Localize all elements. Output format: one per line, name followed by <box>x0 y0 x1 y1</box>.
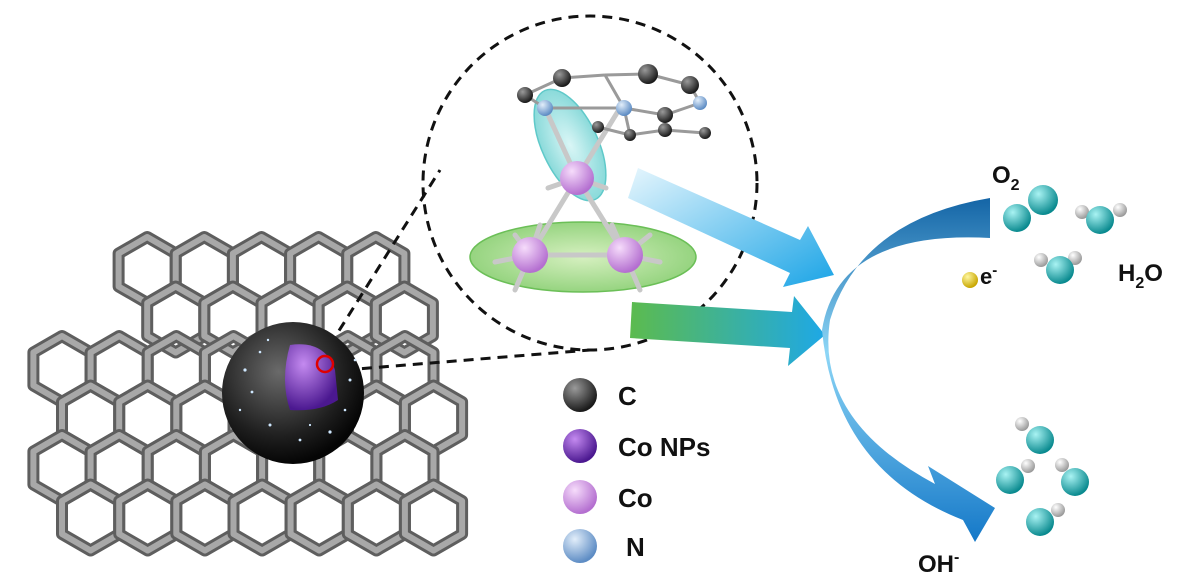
graphene-hexagon <box>344 481 408 554</box>
legend-swatch-carbon <box>563 378 597 412</box>
cobalt-atoms <box>512 161 643 273</box>
graphene-hexagon <box>173 481 237 554</box>
electron-sphere <box>962 272 978 288</box>
graphene-sheet <box>27 231 469 557</box>
carbon-shell-sphere <box>222 322 364 464</box>
zoom-circle <box>421 14 759 352</box>
graphene-hexagon <box>401 481 466 554</box>
graphene-hexagon <box>372 283 436 356</box>
o2-molecule <box>1003 185 1058 232</box>
co-nanoparticle <box>285 344 338 411</box>
carbon-atoms <box>517 64 711 141</box>
green-reaction-arrow <box>630 296 825 366</box>
zoom-connector <box>328 169 591 372</box>
legend-swatch-co <box>563 480 597 514</box>
water-molecule <box>1075 203 1127 234</box>
graphene-hexagon <box>287 481 351 554</box>
legend-swatch-nitrogen <box>563 529 597 563</box>
hydroxide-ion <box>1055 458 1089 496</box>
graphene-hexagon <box>230 481 294 554</box>
legend-label-co: Co <box>618 483 653 513</box>
legend-label-co-nps: Co NPs <box>618 432 710 462</box>
nitrogen-atoms <box>537 96 707 116</box>
legend-label-nitrogen: N <box>626 532 645 562</box>
atomic-structure <box>469 64 711 293</box>
hydroxide-ion <box>1026 503 1065 536</box>
water-label: H2O <box>1118 260 1163 292</box>
electron-label: e- <box>980 262 997 289</box>
hydroxide-ion <box>1015 417 1054 454</box>
graphene-hexagon <box>116 481 180 554</box>
shell-speckles <box>238 338 357 442</box>
o2-label: O2 <box>992 162 1020 194</box>
legend: C Co NPs Co N <box>563 378 710 563</box>
orr-curved-arrow <box>822 198 995 542</box>
hydroxide-label: OH- <box>918 549 959 578</box>
legend-label-carbon: C <box>618 381 637 411</box>
blue-reaction-arrow <box>628 168 834 287</box>
hydroxide-ion <box>996 459 1035 494</box>
legend-swatch-co-nps <box>563 429 597 463</box>
water-molecule <box>1034 251 1082 284</box>
graphene-hexagon <box>59 481 123 554</box>
zoom-highlight-ring <box>315 354 335 374</box>
